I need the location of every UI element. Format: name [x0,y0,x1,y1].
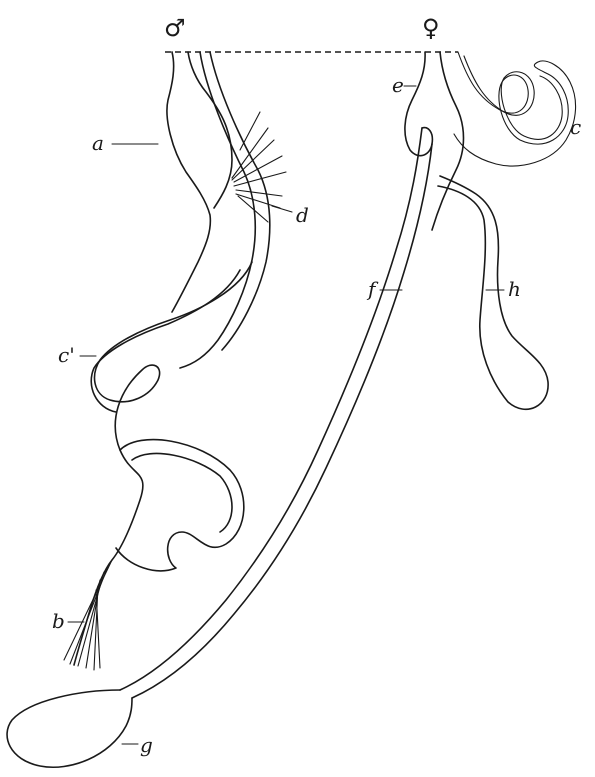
label-d: d [296,203,309,227]
male-symbol: ♂ [164,14,186,42]
label-a: a [92,131,104,155]
male-duct-left [180,52,255,368]
duct-f-left [120,128,422,690]
female-structure [7,52,576,767]
label-e: e [392,73,404,97]
label-g: g [140,733,153,757]
organ-e-bulb [405,52,432,156]
lobed-loop-inner [132,453,232,532]
lobed-loop [116,440,244,571]
duct-h-left [438,176,548,409]
label-h: h [508,277,521,301]
leader-d [272,206,292,212]
duct-f-right [132,144,432,698]
coil-c [454,52,576,166]
label-b: b [52,609,65,633]
coil-c-inner [464,56,562,139]
duct-c-prime [74,262,252,665]
label-f: f [366,277,379,301]
sac-g [7,690,132,767]
label-c-prime: c' [58,343,75,367]
organ-a-bulb [167,52,210,312]
fibres-d [232,112,286,222]
label-c: c [570,115,581,139]
female-symbol: ♀ [422,14,440,42]
